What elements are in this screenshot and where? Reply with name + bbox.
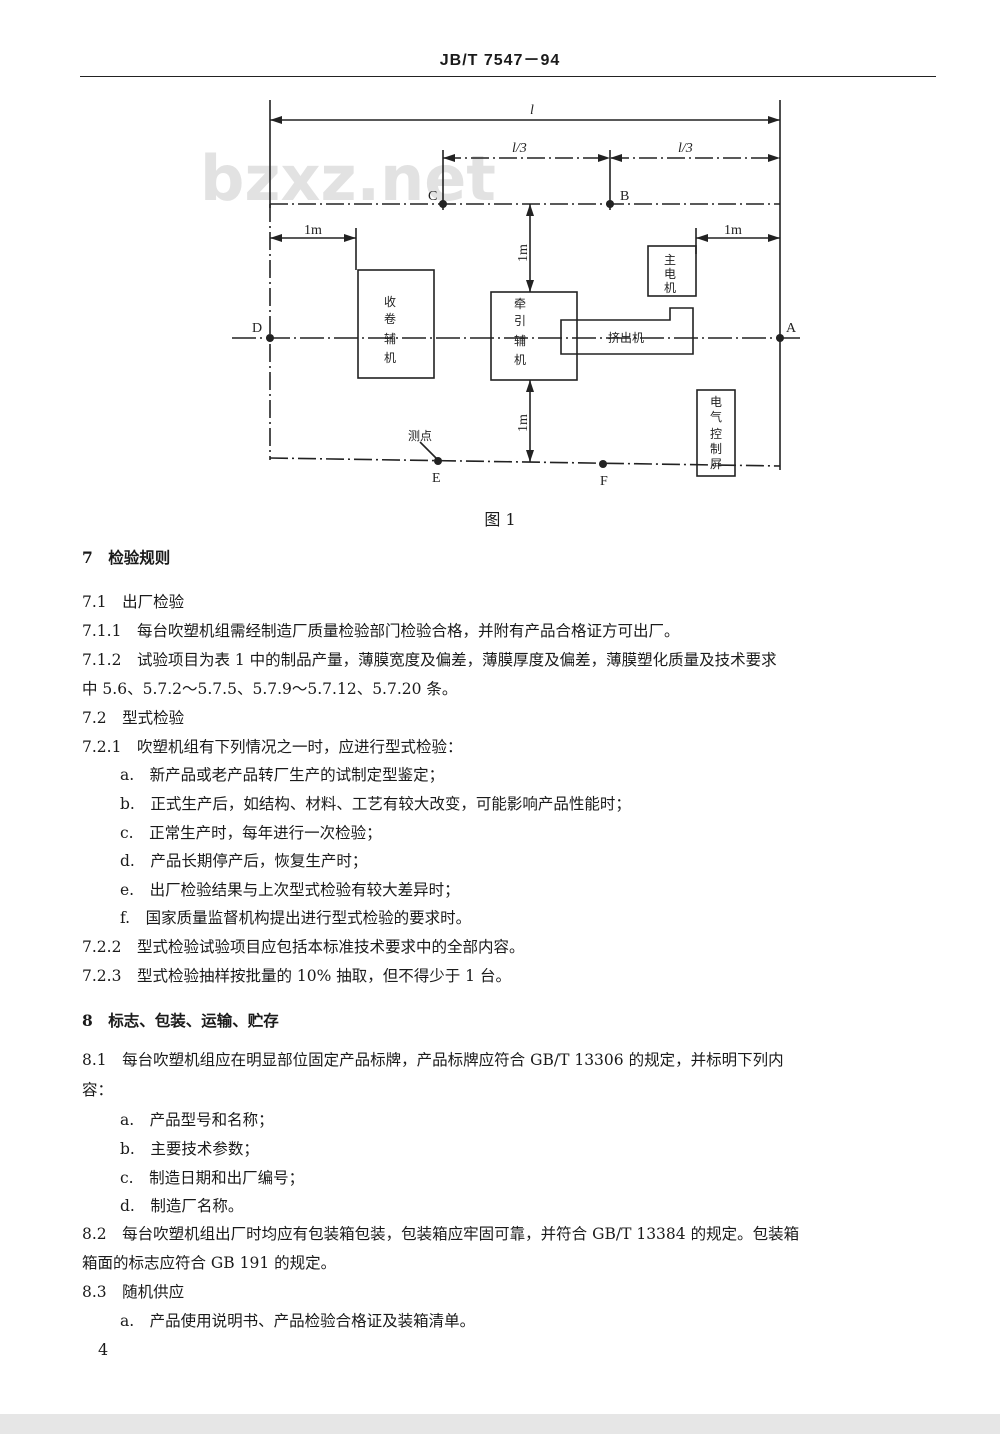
standard-code: JB/T 7547－94: [439, 52, 561, 69]
section-8-3-item-a: a. 产品使用说明书、产品检验合格证及装箱清单。: [120, 1312, 476, 1330]
layout-diagram: bzxz.net: [200, 100, 800, 489]
motor-label-1: 主: [664, 253, 676, 267]
section-8-3: 8.3 随机供应: [82, 1283, 185, 1301]
measure-point-leader: [419, 441, 439, 461]
point-d-marker: [266, 334, 274, 342]
motor-label-2: 电: [664, 267, 676, 281]
section-7-2-1-item-b: b. 正式生产后，如结构、材料、工艺有较大改变，可能影响产品性能时；: [120, 795, 631, 813]
dim-label-left-1m: 1m: [304, 223, 322, 238]
section-8-1-item-a: a. 产品型号和名称；: [120, 1111, 274, 1129]
dim-label-third-1: l/3: [512, 141, 527, 156]
point-e-marker: [434, 457, 442, 465]
point-b-marker: [606, 200, 614, 208]
section-7-2-2: 7.2.2 型式检验试验项目应包括本标准技术要求中的全部内容。: [82, 938, 525, 956]
winder-label-3: 辅: [384, 332, 396, 346]
section-7-1: 7.1 出厂检验: [82, 593, 185, 611]
point-d-label: D: [252, 321, 262, 336]
control-label-4: 制: [710, 442, 722, 456]
bottom-band: [0, 1414, 1000, 1434]
section-7-1-2-line1: 7.1.2 试验项目为表 1 中的制品产量，薄膜宽度及偏差，薄膜厚度及偏差，薄膜…: [82, 651, 777, 669]
point-c-label: C: [428, 189, 437, 204]
point-a-label: A: [786, 321, 797, 336]
puller-label-1: 牵: [514, 297, 526, 311]
point-f-label: F: [600, 474, 608, 489]
section-7-2-3: 7.2.3 型式检验抽样按批量的 10% 抽取，但不得少于 1 台。: [82, 967, 511, 985]
control-label-5: 屏: [710, 457, 722, 471]
extruder-label: 挤出机: [608, 330, 644, 345]
section-7-1-2-line2: 中 5.6、5.7.2～5.7.5、5.7.9～5.7.12、5.7.20 条。: [82, 680, 458, 698]
section-7-2: 7.2 型式检验: [82, 709, 185, 727]
section-7-2-1-item-d: d. 产品长期停产后，恢复生产时；: [120, 852, 368, 870]
section-7-2-1-item-c: c. 正常生产时，每年进行一次检验；: [120, 824, 382, 842]
section-7-heading: 7 检验规则: [82, 548, 171, 567]
winder-label-4: 机: [384, 351, 396, 365]
section-8-heading: 8 标志、包装、运输、贮存: [82, 1011, 279, 1030]
point-a-marker: [776, 334, 784, 342]
box-winder: [357, 269, 435, 379]
winder-label-1: 收: [384, 295, 396, 309]
point-c-marker: [439, 200, 447, 208]
section-7-2-1-item-f: f. 国家质量监督机构提出进行型式检验的要求时。: [120, 909, 472, 927]
point-f-marker: [599, 460, 607, 468]
figure-caption: 图 1: [484, 510, 516, 529]
section-8-1-line1: 8.1 每台吹塑机组应在明显部位固定产品标牌，产品标牌应符合 GB/T 1330…: [82, 1051, 784, 1069]
dim-label-top-1m: 1m: [516, 244, 531, 262]
section-7-2-1: 7.2.1 吹塑机组有下列情况之一时，应进行型式检验：: [82, 738, 463, 756]
motor-label-3: 机: [664, 281, 676, 295]
section-8-2-line1: 8.2 每台吹塑机组出厂时均应有包装箱包装，包装箱应牢固可靠，并符合 GB/T …: [82, 1225, 800, 1243]
winder-label-2: 卷: [384, 311, 396, 326]
dim-label-right-1m: 1m: [724, 223, 742, 238]
section-7-1-1: 7.1.1 每台吹塑机组需经制造厂质量检验部门检验合格，并附有产品合格证方可出厂…: [82, 622, 680, 640]
section-8-1-item-d: d. 制造厂名称。: [120, 1197, 244, 1215]
puller-label-2: 引: [514, 314, 526, 328]
point-e-label: E: [432, 471, 441, 486]
point-b-label: B: [620, 189, 629, 204]
puller-label-4: 机: [514, 353, 526, 367]
section-8-1-item-c: c. 制造日期和出厂编号；: [120, 1169, 305, 1187]
section-7-2-1-item-e: e. 出厂检验结果与上次型式检验有较大差异时；: [120, 881, 460, 899]
dim-label-third-2: l/3: [678, 141, 693, 156]
header-rule: [80, 76, 936, 77]
control-label-2: 气: [710, 409, 722, 424]
measure-point-label: 测点: [408, 429, 432, 443]
box-extruder: [560, 307, 694, 355]
control-label-1: 电: [710, 395, 722, 409]
dim-label-bottom-1m: 1m: [516, 414, 531, 432]
page-number: 4: [98, 1340, 109, 1359]
puller-label-3: 辅: [514, 334, 526, 348]
measurement-line-bottom: [269, 457, 781, 467]
box-puller: [490, 291, 578, 381]
dim-label-l: l: [530, 103, 534, 118]
section-8-1-line2: 容：: [82, 1081, 114, 1099]
section-8-2-line2: 箱面的标志应符合 GB 191 的规定。: [82, 1254, 337, 1272]
section-7-2-1-item-a: a. 新产品或老产品转厂生产的试制定型鉴定；: [120, 766, 445, 784]
box-control-panel: [696, 389, 736, 477]
box-main-motor: [647, 245, 697, 297]
control-label-3: 控: [710, 427, 722, 441]
section-8-1-item-b: b. 主要技术参数；: [120, 1140, 259, 1158]
